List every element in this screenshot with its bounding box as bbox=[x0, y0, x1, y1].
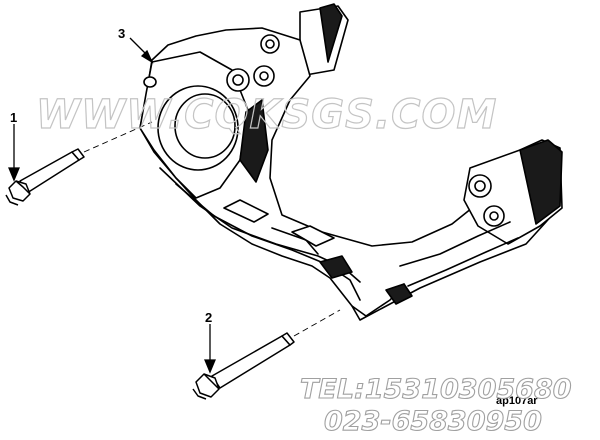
part-number-label: ap107ar bbox=[496, 395, 538, 407]
callout-number-1: 1 bbox=[10, 110, 17, 125]
mounting-bracket bbox=[139, 3, 563, 321]
callout-number-3: 3 bbox=[118, 26, 125, 41]
watermark-text: WWW.CQKSGS.COM bbox=[36, 92, 497, 138]
callout-arrows bbox=[8, 37, 216, 374]
contact-tel: TEL:15310305680 bbox=[300, 374, 572, 405]
bolt-1 bbox=[5, 148, 85, 206]
callout-number-2: 2 bbox=[205, 310, 212, 325]
bolt-2 bbox=[192, 332, 295, 400]
bolt-2-axis-line bbox=[293, 309, 341, 337]
bolt-1-axis-line bbox=[83, 121, 153, 153]
contact-phone: 023-65830950 bbox=[324, 406, 542, 437]
